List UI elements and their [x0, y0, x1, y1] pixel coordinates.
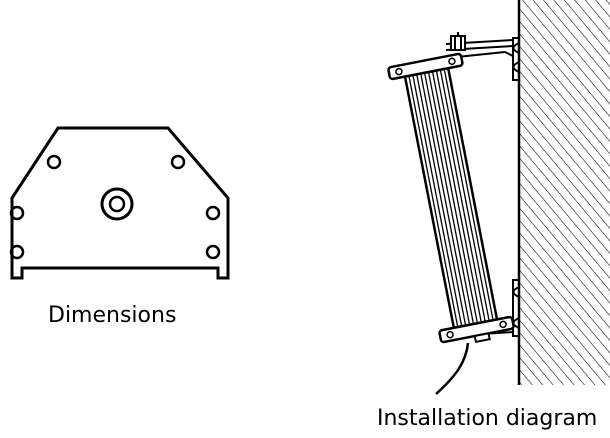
installation-drawing: [387, 0, 610, 395]
dimensions-drawing: [9, 126, 230, 280]
mounting-hole-mid-right: [205, 205, 221, 221]
mounting-plate-outline: [10, 126, 230, 280]
cable-gland: [473, 332, 491, 344]
light-tube: [387, 52, 515, 344]
mounting-hole-top-left: [46, 154, 62, 170]
tube-top-cap: [387, 52, 464, 81]
mounting-hole-bottom-right: [205, 244, 221, 260]
dimensions-caption: Dimensions: [48, 303, 177, 328]
center-boss-inner: [108, 195, 126, 213]
mounting-hole-top-right: [170, 154, 186, 170]
wall-hatching: [519, 0, 610, 385]
installation-caption: Installation diagram: [377, 406, 598, 431]
center-boss-outer: [100, 187, 134, 221]
mounting-hole-mid-left: [9, 205, 25, 221]
mounting-hole-bottom-left: [9, 244, 25, 260]
power-cable: [435, 342, 470, 395]
upper-bracket: [445, 32, 520, 81]
